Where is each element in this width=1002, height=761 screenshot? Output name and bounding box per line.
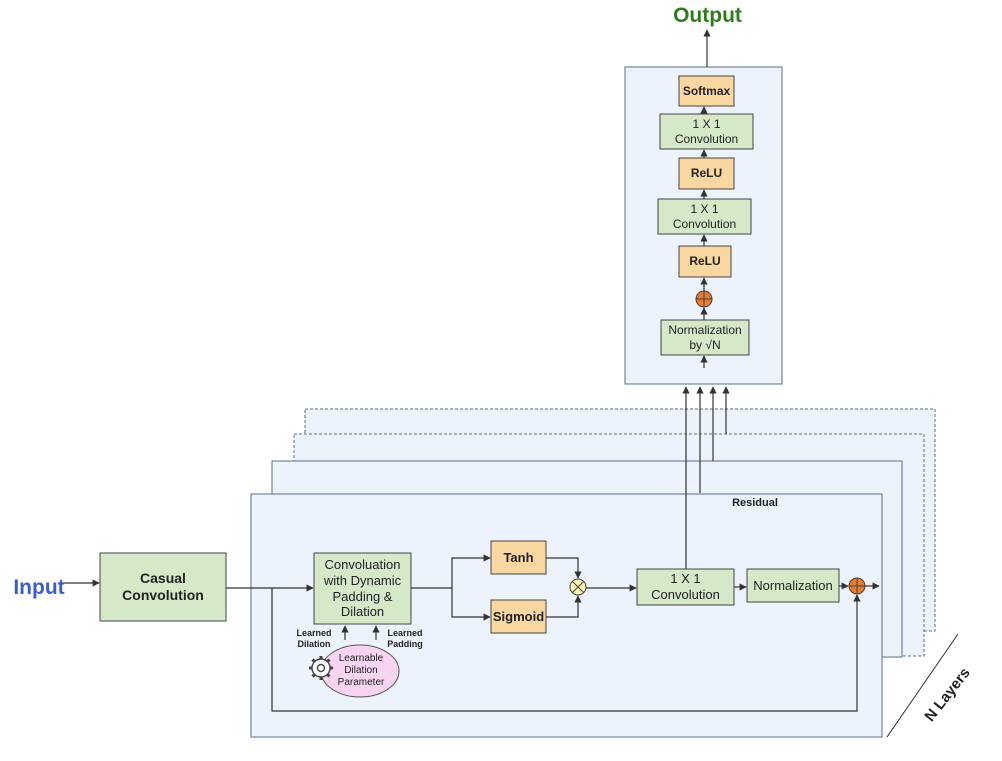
conv1x1-top-label: 1 X 1 Convolution <box>674 117 739 146</box>
relu-top-box <box>678 157 735 190</box>
learned-dilation-label: Learned Dilation <box>296 628 332 649</box>
wire-tanh-to-mul <box>546 557 582 579</box>
n-layers-bracket <box>886 633 959 738</box>
residual-label: Residual <box>732 497 778 510</box>
normalization-label: Normalization <box>753 577 833 593</box>
input-title: Input <box>13 576 65 600</box>
multiply-node <box>569 578 587 596</box>
conv1x1-res-box <box>636 568 735 606</box>
casual-conv-label: Casual Convolution <box>122 570 204 603</box>
learned-padding-label: Learned Padding <box>387 628 423 649</box>
adder-residual <box>848 577 866 595</box>
tanh-label: Tanh <box>503 549 534 565</box>
norm-sqrt-box <box>660 319 750 356</box>
output-title: Output <box>673 4 742 28</box>
adder-output <box>695 290 713 308</box>
normalization-box <box>746 568 840 603</box>
wire-sigmoid-to-mul <box>546 595 582 618</box>
softmax-box <box>678 75 735 107</box>
sigmoid-box <box>490 599 547 634</box>
wire-dyn-to-tanh <box>411 554 491 589</box>
relu-top-label: ReLU <box>690 166 723 181</box>
softmax-label: Softmax <box>682 83 731 98</box>
learnable-dilation-label: Learnable Dilation Parameter <box>337 653 385 688</box>
conv1x1-res-label: 1 X 1 Convolution <box>651 571 720 602</box>
sigmoid-label: Sigmoid <box>492 608 545 624</box>
relu-bottom-label: ReLU <box>689 254 721 269</box>
gear-icon <box>309 656 333 680</box>
dyn-conv-label: Convoluation with Dynamic Padding & Dila… <box>323 557 402 620</box>
conv1x1-top-box <box>659 113 754 150</box>
wire-skip <box>271 588 861 712</box>
wire-dyn-to-sigmoid <box>451 588 491 621</box>
norm-sqrt-label: Normalization by √N <box>668 323 742 352</box>
conv1x1-mid-box <box>657 198 752 235</box>
casual-conv-box <box>99 552 227 622</box>
relu-bottom-box <box>678 245 732 278</box>
conv1x1-mid-label: 1 X 1 Convolution <box>672 202 737 231</box>
